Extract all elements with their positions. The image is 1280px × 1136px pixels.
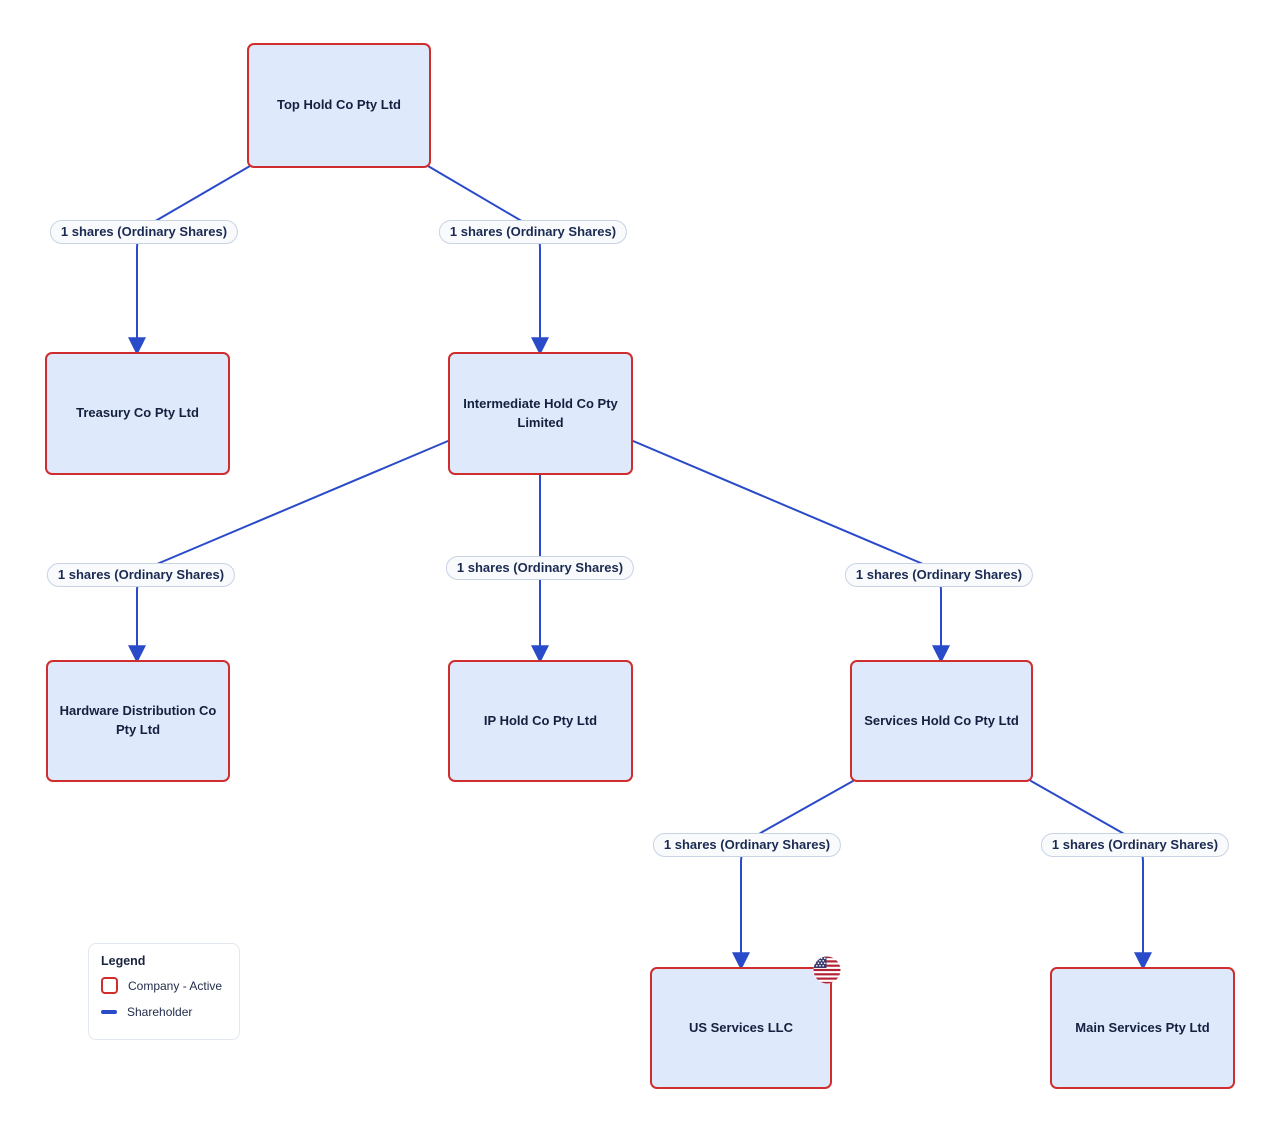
- company-node-label: IP Hold Co Pty Ltd: [483, 712, 598, 728]
- legend-item-label: Shareholder: [127, 1005, 193, 1019]
- share-edge-label-intermediate-to-services: 1 shares (Ordinary Shares): [844, 563, 1034, 588]
- legend-title: Legend: [101, 954, 146, 968]
- company-node-top-hold-co[interactable]: Top Hold Co Pty Ltd: [247, 43, 431, 168]
- company-node-label: Intermediate Hold Co Pty Limited: [463, 395, 618, 430]
- company-node-ip-hold-co[interactable]: IP Hold Co Pty Ltd: [448, 660, 633, 782]
- company-node-label: Top Hold Co Pty Ltd: [277, 97, 401, 113]
- company-node-hardware-distribution-co[interactable]: Hardware Distribution Co Pty Ltd: [46, 660, 230, 782]
- edge-intermediate-to-services: [632, 440, 950, 664]
- company-active-swatch-icon: [101, 977, 118, 994]
- legend-item-company-active: Company - Active: [101, 977, 227, 994]
- share-edge-label-top-to-treasury: 1 shares (Ordinary Shares): [49, 220, 239, 245]
- company-node-treasury-co[interactable]: Treasury Co Pty Ltd: [45, 352, 230, 475]
- legend-item-shareholder: Shareholder: [101, 1005, 227, 1019]
- company-node-label: Main Services Pty Ltd: [1075, 1019, 1210, 1035]
- legend: Legend Company - Active Shareholder: [88, 943, 240, 1040]
- share-edge-label-top-to-intermediate: 1 shares (Ordinary Shares): [438, 220, 628, 245]
- share-edge-label-services-to-us: 1 shares (Ordinary Shares): [652, 833, 842, 858]
- company-node-label: Services Hold Co Pty Ltd: [864, 712, 1019, 728]
- company-node-us-services[interactable]: US Services LLC: [650, 956, 841, 1089]
- company-node-label: Treasury Co Pty Ltd: [76, 405, 199, 421]
- share-edge-label-intermediate-to-ip-hold: 1 shares (Ordinary Shares): [445, 556, 635, 581]
- edge-top-hold-to-treasury: [128, 165, 251, 356]
- edge-services-to-main-services: [1030, 780, 1152, 971]
- legend-item-label: Company - Active: [128, 978, 223, 993]
- company-node-services-hold-co[interactable]: Services Hold Co Pty Ltd: [850, 660, 1033, 782]
- share-edge-label-intermediate-to-hardware: 1 shares (Ordinary Shares): [46, 563, 236, 588]
- edge-top-hold-to-intermediate: [427, 165, 549, 356]
- company-node-intermediate-hold-co[interactable]: Intermediate Hold Co Pty Limited: [448, 352, 633, 475]
- shareholder-line-icon: [101, 1010, 117, 1014]
- edge-services-to-us-services: [732, 780, 854, 971]
- us-flag-icon: [813, 956, 841, 984]
- company-node-main-services[interactable]: Main Services Pty Ltd: [1050, 967, 1235, 1089]
- company-node-label: Hardware Distribution Co Pty Ltd: [59, 703, 217, 737]
- share-edge-label-services-to-main: 1 shares (Ordinary Shares): [1040, 833, 1230, 858]
- company-node-label: US Services LLC: [688, 1019, 794, 1035]
